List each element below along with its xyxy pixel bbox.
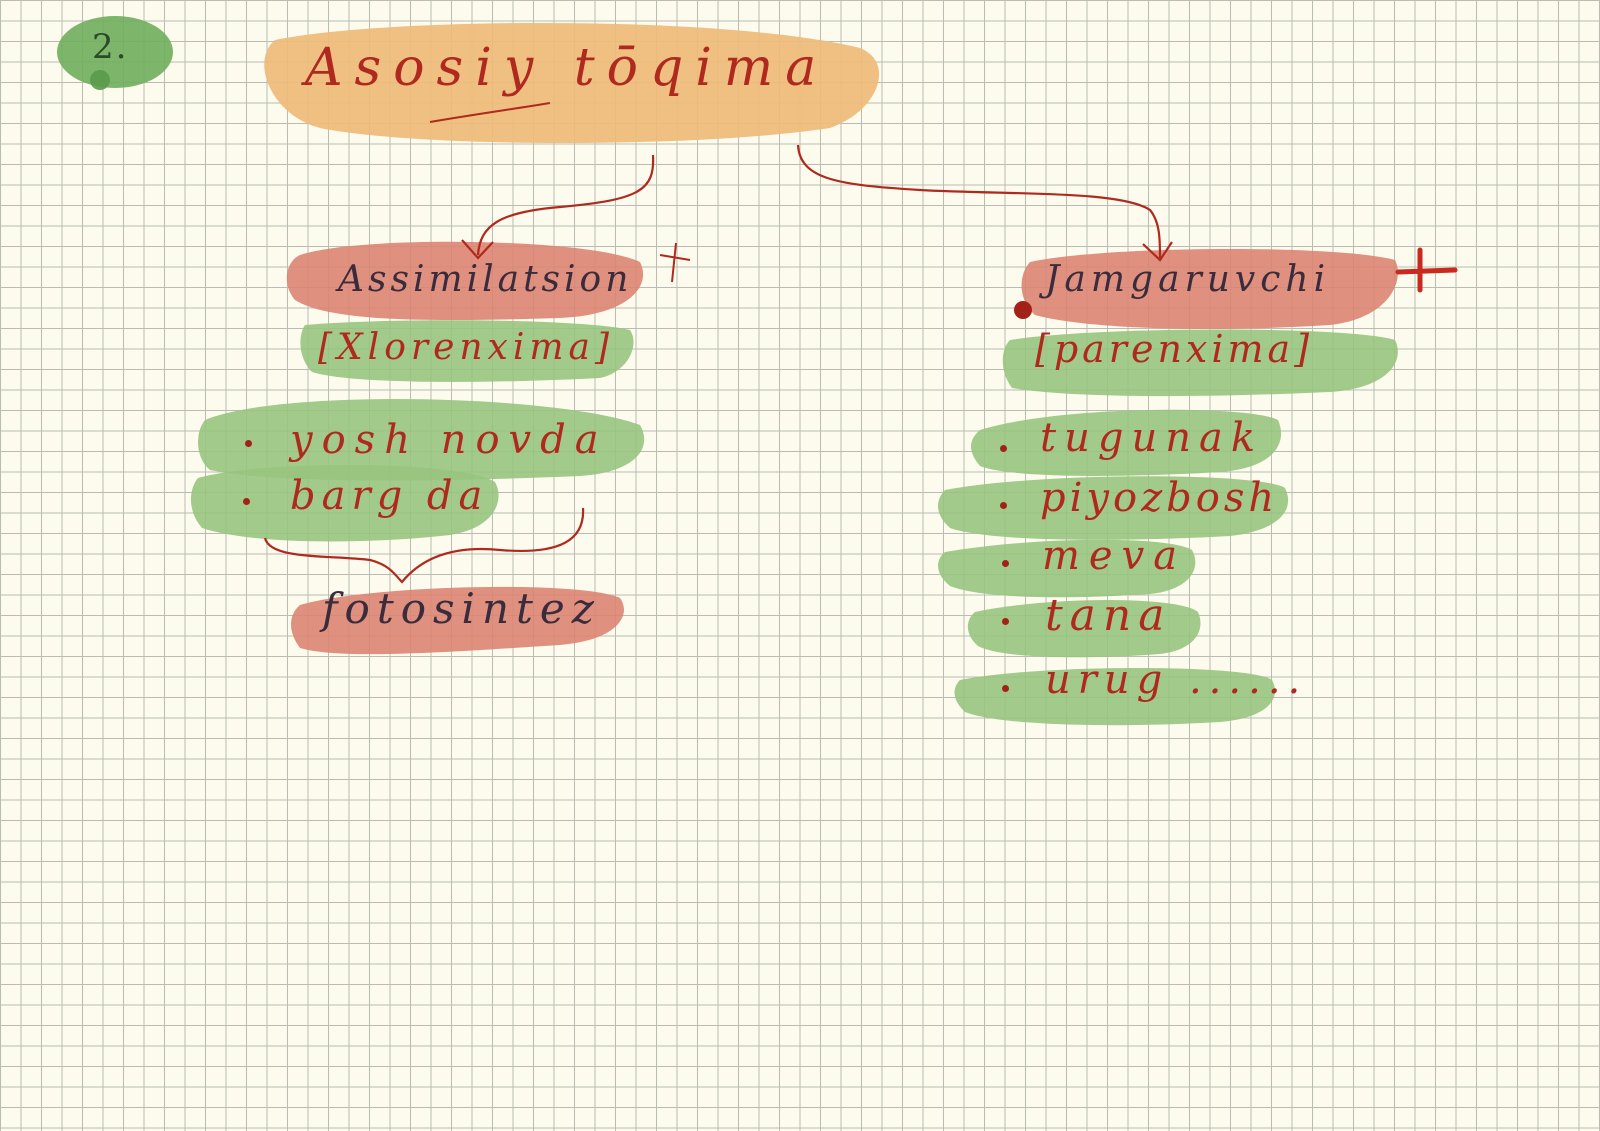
right-item-1: tugunak	[1040, 415, 1264, 461]
right-heading-highlight	[1021, 248, 1398, 329]
left-result-highlight	[291, 586, 624, 655]
right-bullet-3	[1002, 560, 1009, 567]
step-number: 2.	[92, 27, 129, 67]
left-plus-mark	[659, 242, 691, 283]
arrow-to-right-head	[1142, 241, 1173, 262]
right-bullet-1	[1000, 445, 1007, 452]
right-bullet-4	[1002, 618, 1009, 625]
right-item-5: urug ......	[1045, 657, 1308, 703]
right-subheading-highlight	[1002, 329, 1398, 397]
title-highlight	[264, 22, 880, 143]
left-items-highlight-2	[190, 464, 499, 542]
right-bullet-5	[1002, 685, 1009, 692]
left-bullet-2	[243, 498, 250, 505]
arrow-to-left	[476, 154, 655, 256]
right-item-4: tana	[1045, 590, 1172, 641]
left-subheading: [Xlorenxima]	[318, 327, 615, 368]
left-result: fotosintez	[322, 584, 601, 633]
right-items-highlight-4	[967, 600, 1201, 658]
right-item-2: piyozbosh	[1040, 475, 1279, 521]
right-heading: Jamgaruvchi	[1045, 259, 1331, 300]
arrow-to-left-head	[461, 239, 494, 260]
right-plus-mark	[1395, 247, 1458, 293]
right-items-highlight-3	[938, 539, 1196, 598]
right-subheading: [parenxima]	[1035, 327, 1314, 371]
left-items-highlight-1	[198, 399, 645, 481]
right-items-highlight-1	[971, 409, 1282, 476]
left-item-2: barg da	[290, 473, 489, 519]
left-bullet-1	[245, 440, 252, 447]
number-badge-blob	[57, 16, 173, 88]
left-subheading-highlight	[300, 320, 634, 382]
right-items-highlight-5	[954, 668, 1276, 726]
number-badge-blob-dot	[90, 70, 110, 90]
left-brace	[263, 507, 585, 584]
main-title: Asosiy tōqima	[305, 38, 829, 98]
left-heading-highlight	[286, 241, 644, 321]
left-heading: Assimilatsion	[338, 259, 633, 300]
right-item-3: meva	[1042, 533, 1187, 579]
left-item-1: yosh novda	[290, 417, 608, 463]
right-heading-dot	[1014, 301, 1032, 319]
arrow-to-right	[796, 144, 1162, 259]
title-underline	[429, 102, 551, 123]
right-items-highlight-2	[938, 476, 1289, 540]
right-bullet-2	[1000, 502, 1007, 509]
